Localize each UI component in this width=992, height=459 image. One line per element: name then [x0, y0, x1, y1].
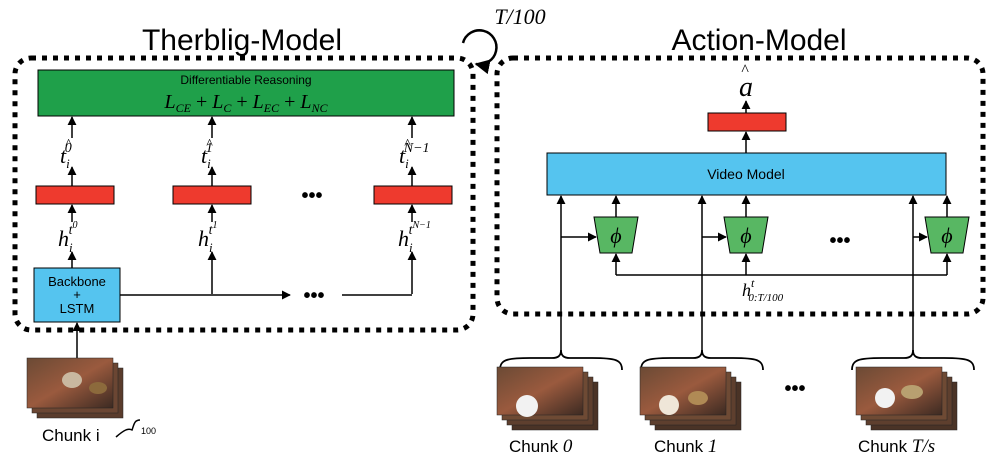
- therblig-output-1: ti1: [201, 141, 213, 171]
- column-ellipsis: •••: [301, 185, 322, 207]
- hidden-state-0: hit0: [58, 220, 78, 255]
- loss-term-nc: L: [299, 91, 311, 113]
- video-model-block: [546, 152, 947, 196]
- therblig-head-1: [172, 185, 252, 205]
- iteration-loop-arrow: [461, 29, 498, 75]
- differentiable-reasoning-block: Differentiable Reasoning LCE + LC + LEC …: [37, 69, 455, 117]
- loss-term-ce: L: [163, 91, 175, 113]
- phi-label-0: ϕ: [610, 223, 621, 248]
- hidden-state-1: hit1: [198, 220, 218, 255]
- therblig-output-last: tiN−1: [399, 141, 430, 171]
- loss-equation: LCE + LC + LEC + LNC: [163, 91, 328, 115]
- chunk-frames-0: [496, 366, 599, 431]
- plus-sign: +: [279, 91, 300, 113]
- therblig-column-last: tiN−1 ^ hitN−1: [373, 116, 453, 294]
- backbone-label-line1: Backbone: [48, 274, 106, 289]
- therblig-model-boundary: [12, 55, 476, 333]
- chunk-brace-0: [499, 349, 623, 371]
- action-output: a: [739, 72, 753, 103]
- therblig-model-title: Therblig-Model: [142, 24, 342, 57]
- input-chunk-label: Chunk i: [42, 426, 100, 445]
- chunk-frames-last: [855, 366, 958, 431]
- therblig-output-0: ti0: [60, 141, 72, 171]
- hidden-state-last: hitN−1: [398, 220, 431, 255]
- video-model-label: Video Model: [707, 166, 785, 182]
- hat-mark: ^: [741, 62, 749, 79]
- backbone-label-line2: +: [73, 287, 81, 302]
- phi-ellipsis: •••: [829, 230, 850, 252]
- action-model: Action-Model a ^ Video Model ϕ ϕ •••: [494, 24, 986, 457]
- phi-label-1: ϕ: [740, 223, 751, 248]
- chunk-brace: [115, 419, 141, 438]
- phi-label-last: ϕ: [941, 223, 952, 248]
- plus-sign: +: [231, 91, 252, 113]
- chunk-brace-last: [851, 349, 975, 371]
- hat-mark: ^: [404, 137, 411, 152]
- hat-mark: ^: [65, 137, 72, 152]
- hat-mark: ^: [206, 137, 213, 152]
- loss-term-c-sub: C: [223, 101, 232, 115]
- input-chunk-frames: [26, 357, 124, 419]
- phi-unit-0: ϕ: [556, 195, 639, 355]
- chunk-label-last: Chunk T/s: [858, 436, 935, 457]
- iteration-loop-label: T/100: [494, 4, 545, 29]
- chunk-brace-1: [640, 349, 764, 371]
- loss-term-c: L: [211, 91, 223, 113]
- chunk-ellipsis: •••: [784, 378, 805, 400]
- therblig-column-0: ti0 ^ hit0: [35, 116, 115, 268]
- plus-sign: +: [191, 91, 212, 113]
- therblig-head-last: [373, 185, 453, 205]
- loss-term-nc-sub: NC: [311, 101, 329, 115]
- loss-term-ce-sub: CE: [176, 101, 192, 115]
- therblig-head-0: [35, 185, 115, 205]
- loss-term-ec: L: [252, 91, 264, 113]
- therblig-model: Therblig-Model T/100 Differentiable Reas…: [12, 4, 546, 445]
- sequence-ellipsis: •••: [303, 285, 324, 307]
- differentiable-reasoning-title: Differentiable Reasoning: [180, 73, 311, 87]
- loss-term-ec-sub: EC: [263, 101, 280, 115]
- action-head: [707, 112, 787, 132]
- therblig-column-1: ti1 ^ hit1: [172, 116, 252, 294]
- chunk-frames-1: [639, 366, 742, 431]
- input-chunk-count: 100: [141, 426, 156, 436]
- chunk-label-0: Chunk 0: [509, 436, 573, 457]
- action-model-title: Action-Model: [671, 24, 846, 57]
- backbone-lstm-block: Backbone + LSTM: [33, 267, 121, 323]
- chunk-label-1: Chunk 1: [654, 436, 717, 457]
- backbone-label-line3: LSTM: [60, 301, 95, 316]
